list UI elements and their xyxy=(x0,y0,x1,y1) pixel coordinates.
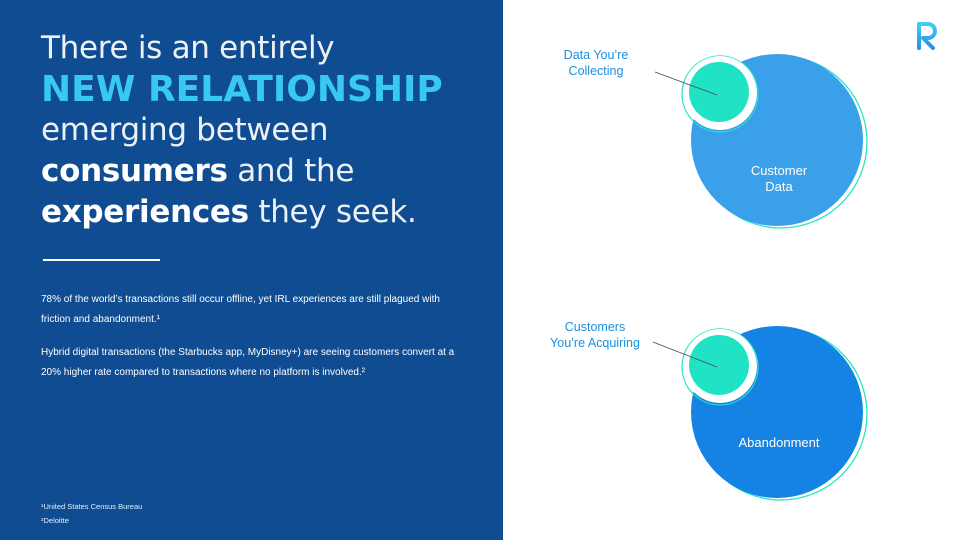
footnote-2: ²Deloitte xyxy=(41,516,69,525)
headline-line-3: emerging between xyxy=(41,112,329,148)
acquiring-callout: Customers You’re Acquiring xyxy=(539,319,651,351)
collecting-circle xyxy=(689,62,749,122)
r-logo-icon xyxy=(915,20,939,50)
acquiring-callout-line-2: You’re Acquiring xyxy=(550,336,640,350)
body-paragraph-2: Hybrid digital transactions (the Starbuc… xyxy=(41,347,455,378)
headline-line-1: There is an entirely xyxy=(41,30,335,66)
headline-line-4-rest: and the xyxy=(227,153,355,189)
abandonment-label: Abandonment xyxy=(738,435,820,450)
customer-data-label-line-2: Data xyxy=(765,179,793,194)
headline-line-4: consumers and the xyxy=(41,151,491,192)
headline-line-2: NEW RELATIONSHIP xyxy=(41,69,443,110)
acquiring-callout-line xyxy=(652,341,718,368)
customer-data-label: Customer Data xyxy=(729,163,829,195)
headline-panel: There is an entirely NEW RELATIONSHIP em… xyxy=(0,0,503,540)
headline-emphasis-experiences: experiences xyxy=(41,194,249,230)
collecting-callout-line-2: Collecting xyxy=(568,64,624,78)
acquiring-circle xyxy=(689,335,749,395)
divider xyxy=(43,259,160,261)
diagram-area: Data You’re Collecting Customer Data Cus… xyxy=(503,0,960,540)
headline-emphasis-consumers: consumers xyxy=(41,153,228,189)
abandonment-diagram xyxy=(652,326,868,501)
footnotes: ¹United States Census Bureau ²Deloitte xyxy=(41,500,341,528)
body-paragraph-1: 78% of the world’s transactions still oc… xyxy=(41,294,440,325)
collecting-callout-line xyxy=(654,71,718,96)
headline-line-5: experiences they seek. xyxy=(41,192,491,233)
headline: There is an entirely NEW RELATIONSHIP em… xyxy=(41,28,491,233)
body-text: 78% of the world’s transactions still oc… xyxy=(41,290,461,396)
collecting-callout: Data You’re Collecting xyxy=(551,47,641,79)
headline-line-5-rest: they seek. xyxy=(248,194,417,230)
acquiring-callout-line-1: Customers xyxy=(564,320,626,334)
collecting-callout-line-1: Data You’re xyxy=(563,48,629,62)
customer-data-label-line-1: Customer xyxy=(750,163,808,178)
footnote-1: ¹United States Census Bureau xyxy=(41,502,143,511)
customer-data-diagram xyxy=(654,54,868,229)
